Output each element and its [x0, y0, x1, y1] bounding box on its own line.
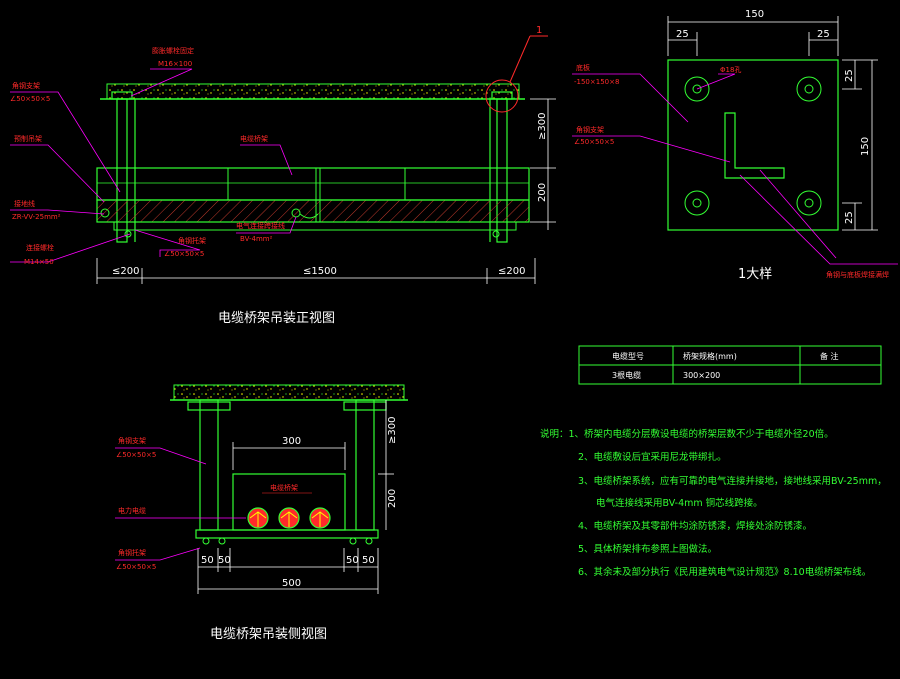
- detail-leaders: [572, 73, 898, 265]
- front-dim-height-top: ≥300: [537, 113, 548, 140]
- front-bolt-label: 膨胀螺栓固定: [152, 46, 194, 55]
- detail-title: 1大样: [738, 267, 772, 282]
- detail-callout-circle: [485, 79, 519, 113]
- detail-dim-width: 150: [745, 9, 764, 20]
- front-bolt-low-spec: M14×50: [24, 258, 54, 266]
- front-cable-tray-label: 电缆桥架: [240, 134, 268, 143]
- detail-angle-spec: ∠50×50×5: [574, 138, 614, 146]
- notes: 说明：1、桥架内电缆分层敷设电缆的桥架层数不少于电缆外径20倍。 2、电缆敷设后…: [540, 428, 887, 578]
- table-header-spec: 桥架规格(mm): [683, 351, 737, 361]
- front-jumper-label: 电气连接跨接线: [236, 221, 285, 230]
- front-leaders: [10, 68, 297, 263]
- front-ground-wire-label: 接地线: [14, 199, 35, 208]
- note-line-3: 3、电缆桥架系统，应有可靠的电气连接并接地，接地线采用BV-25mm，: [578, 475, 887, 487]
- detail-view: 150 25 25 150 25 25 底板 -150×150×8 Φ18孔 角…: [572, 9, 898, 282]
- front-angle-top-label: 角钢支架: [12, 81, 40, 90]
- detail-dim-edge-bottom: 25: [844, 211, 855, 224]
- side-dim-right-a: 50: [346, 555, 359, 566]
- front-bolt-spec: M16×100: [158, 60, 192, 68]
- note-line-5: 4、电缆桥架及其零部件均涂防锈漆，焊接处涂防锈漆。: [578, 520, 812, 532]
- detail-dim-edge-right: 25: [817, 29, 830, 40]
- detail-plate-spec: -150×150×8: [574, 78, 619, 86]
- side-cables: [247, 507, 331, 529]
- side-leaders: [115, 447, 246, 561]
- side-tray-label: 电缆桥架: [270, 483, 298, 492]
- side-angle-bottom-spec: ∠50×50×5: [116, 563, 156, 571]
- note-line-2: 2、电缆敷设后宜采用尼龙带绑扎。: [578, 451, 727, 463]
- side-ceiling-slab: [173, 384, 405, 401]
- front-angle-bracket: [113, 221, 517, 231]
- detail-dim-edge-left: 25: [676, 29, 689, 40]
- front-ground-wire-spec: ZR-VV-25mm²: [12, 213, 61, 221]
- side-dim-right-b: 50: [362, 555, 375, 566]
- side-dim-total: 500: [282, 578, 301, 589]
- detail-plate-label: 底板: [576, 63, 590, 72]
- spec-table: [578, 345, 882, 385]
- front-angle-bottom-label: 角钢托架: [178, 236, 206, 245]
- side-dim-left-b: 50: [218, 555, 231, 566]
- side-dim-tray-width: 300: [282, 436, 301, 447]
- front-bolt-low-label: 连接螺栓: [26, 243, 54, 252]
- side-angle-top-spec: ∠50×50×5: [116, 451, 156, 459]
- side-dim-height-tray: 200: [387, 489, 398, 508]
- table-header-remark: 备 注: [820, 351, 839, 361]
- detail-ref-number: 1: [536, 25, 542, 36]
- front-view-title: 电缆桥架吊装正视图: [218, 310, 335, 326]
- front-view: 1 膨胀螺栓固定 M16×100 角钢支架 ∠50×50×5 预制吊架 接地线 …: [10, 25, 556, 326]
- front-cable-tray: [96, 167, 530, 223]
- side-dim-height-top: ≥300: [387, 417, 398, 444]
- detail-hole-label: Φ18孔: [720, 66, 741, 74]
- table-header-cable: 电缆型号: [612, 351, 644, 361]
- table-cell-spec: 300×200: [683, 371, 720, 380]
- side-view-title: 电缆桥架吊装侧视图: [210, 626, 327, 642]
- front-dim-left: ≤200: [112, 266, 139, 277]
- note-line-6: 5、具体桥架排布参照上图做法。: [578, 543, 717, 555]
- ceiling-slab: [106, 83, 520, 100]
- table-cell-cable: 3根电缆: [612, 370, 641, 380]
- front-angle-bottom-spec: ∠50×50×5: [164, 250, 204, 258]
- note-line-1: 说明：1、桥架内电缆分层敷设电缆的桥架层数不少于电缆外径20倍。: [540, 428, 834, 440]
- front-side-label: 预制吊架: [14, 134, 42, 143]
- front-jumper-spec: BV-4mm²: [240, 235, 273, 243]
- front-dim-height-tray: 200: [537, 183, 548, 202]
- side-angle-bottom-label: 角钢托架: [118, 548, 146, 557]
- side-view: 300 ≥300 200 50 50 50 50 500 角钢支架 ∠50×50…: [115, 384, 408, 642]
- side-dim-left-a: 50: [201, 555, 214, 566]
- detail-weld-label: 角钢与底板焊接满焊: [826, 270, 889, 279]
- note-line-4: 电气连接线采用BV-4mm 铜芯线跨接。: [596, 497, 763, 509]
- detail-angle-label: 角钢支架: [576, 125, 604, 134]
- front-dim-right: ≤200: [498, 266, 525, 277]
- note-line-7: 6、其余未及部分执行《民用建筑电气设计规范》8.10电缆桥架布线。: [578, 566, 871, 578]
- side-dims: [197, 400, 394, 594]
- detail-dim-edge-top: 25: [844, 69, 855, 82]
- side-tray: [195, 473, 379, 539]
- front-dim-span: ≤1500: [303, 266, 337, 277]
- front-dims: [96, 98, 556, 284]
- front-angle-top-spec: ∠50×50×5: [10, 95, 50, 103]
- side-angle-top-label: 角钢支架: [118, 436, 146, 445]
- detail-angle-section: [724, 112, 785, 179]
- side-cable-label: 电力电缆: [118, 506, 146, 515]
- detail-dim-height: 150: [860, 137, 871, 156]
- detail-dims: [667, 16, 878, 231]
- detail-base-plate: [667, 59, 839, 231]
